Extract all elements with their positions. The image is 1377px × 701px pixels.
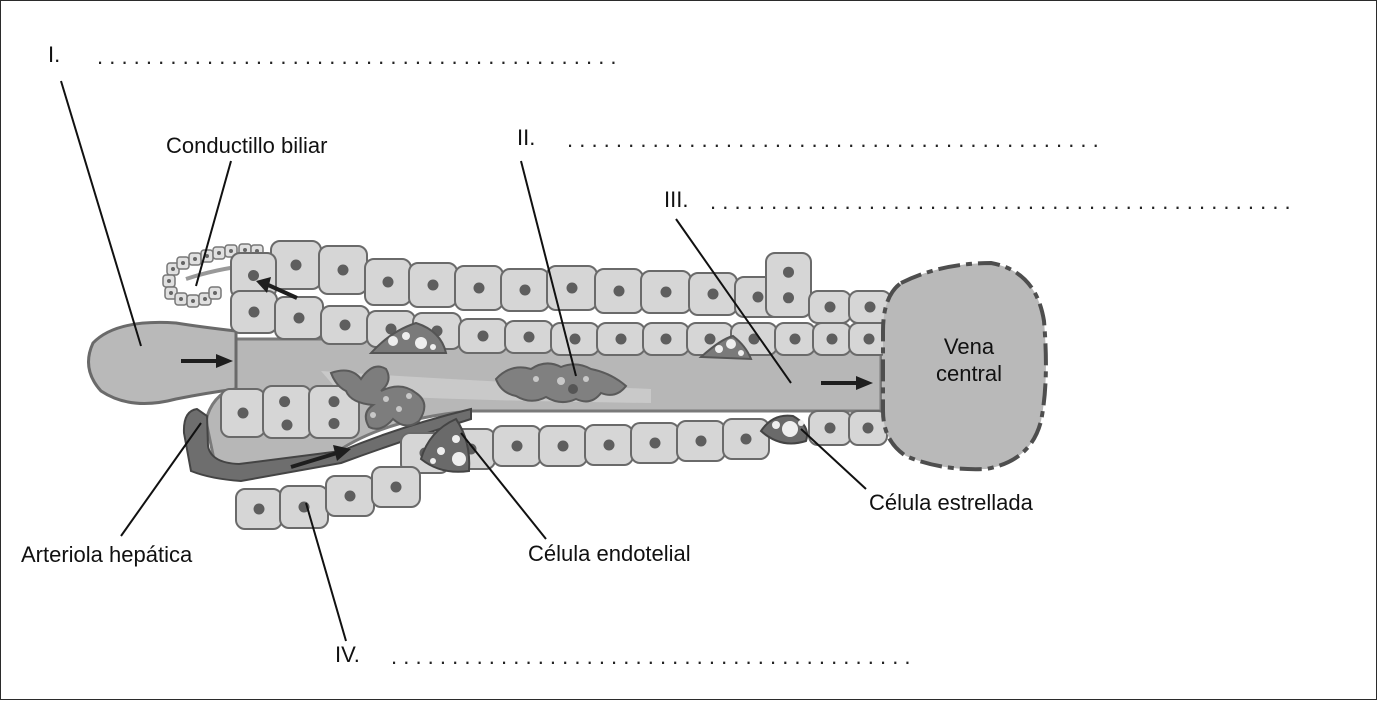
hepatocyte-nucleus — [567, 283, 578, 294]
hepatocyte-nucleus — [614, 286, 625, 297]
hepatocyte-nucleus — [329, 396, 340, 407]
hepatocyte-nucleus — [708, 289, 719, 300]
blank-I-numeral: I. — [48, 44, 60, 66]
ductule-nucleus — [169, 291, 173, 295]
hepatocyte-nucleus — [345, 491, 356, 502]
hepatocyte-nucleus — [520, 285, 531, 296]
ductule-nucleus — [243, 248, 247, 252]
hepatocyte-nucleus — [338, 265, 349, 276]
hepatocyte-nucleus — [825, 423, 836, 434]
hepatocyte-nucleus — [249, 307, 260, 318]
label-arteriola-hepatica: Arteriola hepática — [21, 544, 192, 566]
blank-II-numeral: II. — [517, 127, 535, 149]
label-celula-estrellada: Célula estrellada — [869, 492, 1033, 514]
hepatocyte-nucleus — [340, 320, 351, 331]
blank-IV-dots: . . . . . . . . . . . . . . . . . . . . … — [391, 646, 911, 668]
hepatocyte-nucleus — [570, 334, 581, 345]
hepatocyte-nucleus — [825, 302, 836, 313]
hepatocyte-nucleus — [661, 334, 672, 345]
hepatocyte-nucleus — [254, 504, 265, 515]
hepatocyte-nucleus — [478, 331, 489, 342]
hepatocyte-nucleus — [705, 334, 716, 345]
hepatocyte-nucleus — [864, 334, 875, 345]
label-conductillo-biliar: Conductillo biliar — [166, 135, 327, 157]
ductule-nucleus — [203, 297, 207, 301]
blank-I-dots: . . . . . . . . . . . . . . . . . . . . … — [97, 46, 617, 68]
hepatocyte-nucleus — [863, 423, 874, 434]
ductule-nucleus — [229, 249, 233, 253]
hepatocyte-nucleus — [282, 420, 293, 431]
hepatocyte-nucleus — [790, 334, 801, 345]
ductule-nucleus — [181, 261, 185, 265]
label-vena-central-line2: central — [909, 363, 1029, 385]
ductule-nucleus — [167, 279, 171, 283]
hepatocyte-nucleus — [650, 438, 661, 449]
hepatocyte-nucleus — [604, 440, 615, 451]
hepatocyte-nucleus — [512, 441, 523, 452]
ductule-nucleus — [191, 299, 195, 303]
label-celula-endotelial: Célula endotelial — [528, 543, 691, 565]
hepatocyte-nucleus — [753, 292, 764, 303]
blank-II-dots: . . . . . . . . . . . . . . . . . . . . … — [567, 129, 1099, 151]
ductule-nucleus — [179, 297, 183, 301]
ductule-nucleus — [213, 291, 217, 295]
hepatocyte-nucleus — [865, 302, 876, 313]
hepatocyte-nucleus — [783, 292, 794, 303]
hepatocyte-nucleus — [291, 260, 302, 271]
hepatocyte-nucleus — [661, 287, 672, 298]
hepatocyte-nucleus — [827, 334, 838, 345]
hepatocyte-nucleus — [294, 313, 305, 324]
blank-IV-numeral: IV. — [335, 644, 360, 666]
hepatocyte-nucleus — [248, 270, 259, 281]
ductule-nucleus — [217, 251, 221, 255]
hepatocyte-nucleus — [524, 332, 535, 343]
blank-III-dots: . . . . . . . . . . . . . . . . . . . . … — [710, 191, 1291, 213]
hepatocyte-nucleus — [279, 396, 290, 407]
label-vena-central-line1: Vena — [909, 336, 1029, 358]
hepatocyte-nucleus — [391, 482, 402, 493]
hepatocyte-nucleus — [696, 436, 707, 447]
hepatocyte-nucleus — [783, 267, 794, 278]
hepatocyte-nucleus — [741, 434, 752, 445]
hepatocyte — [766, 253, 811, 317]
ductule-nucleus — [193, 257, 197, 261]
hepatocyte-nucleus — [474, 283, 485, 294]
blank-III-numeral: III. — [664, 189, 688, 211]
hepatocyte-nucleus — [616, 334, 627, 345]
hepatocyte-nucleus — [329, 418, 340, 429]
hepatocyte-nucleus — [238, 408, 249, 419]
hepatocyte-nucleus — [428, 280, 439, 291]
ductule-nucleus — [171, 267, 175, 271]
hepatocyte-nucleus — [558, 441, 569, 452]
hepatocyte-nucleus — [383, 277, 394, 288]
